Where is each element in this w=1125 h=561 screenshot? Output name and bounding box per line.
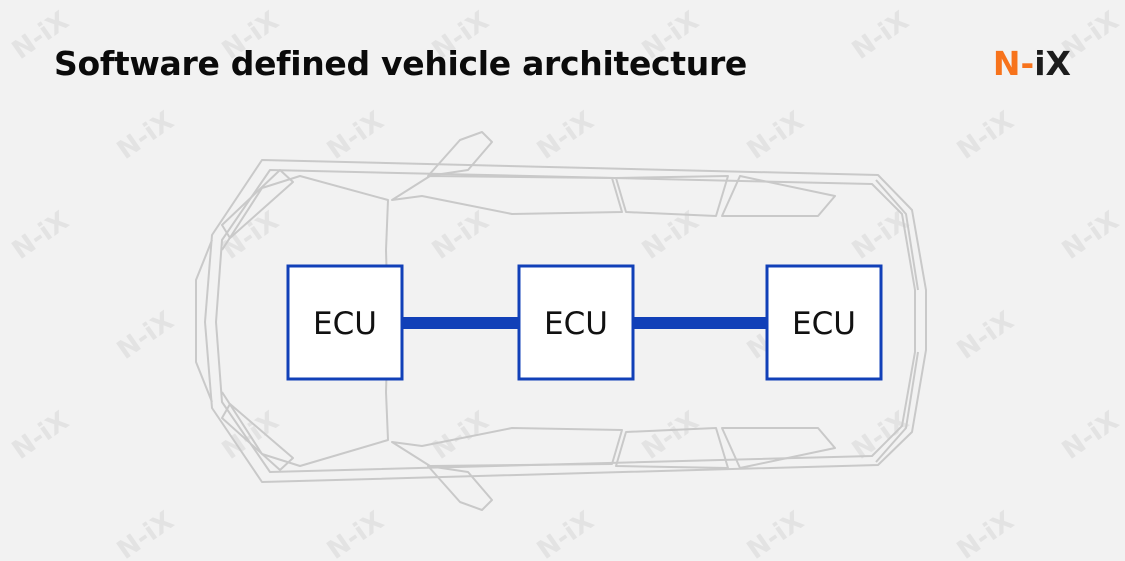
watermark-text: N-iX	[112, 506, 180, 561]
watermark-text: N-iX	[7, 406, 75, 466]
watermark-text: N-iX	[532, 506, 600, 561]
ecu-node-2[interactable]: ECU	[517, 264, 635, 381]
watermark-text: N-iX	[847, 6, 915, 66]
watermark-text: N-iX	[217, 206, 285, 266]
watermark-text: N-iX	[322, 506, 390, 561]
logo-ix: iX	[1034, 44, 1071, 83]
watermark-text: N-iX	[742, 106, 810, 166]
watermark-text: N-iX	[847, 206, 915, 266]
page-title: Software defined vehicle architecture	[54, 44, 748, 83]
watermark-text: N-iX	[427, 406, 495, 466]
watermark-text: N-iX	[952, 506, 1020, 561]
watermark-text: N-iX	[7, 206, 75, 266]
watermark-text: N-iX	[112, 306, 180, 366]
connector-ecu2-ecu3	[633, 317, 768, 329]
logo-n: N	[992, 44, 1021, 83]
ecu-label: ECU	[313, 306, 377, 342]
watermark-text: N-iX	[742, 506, 810, 561]
logo-dash: -	[1020, 44, 1035, 83]
watermark-text: N-iX	[322, 106, 390, 166]
ecu-node-1[interactable]: ECU	[286, 264, 404, 381]
watermark-text: N-iX	[952, 306, 1020, 366]
watermark-text: N-iX	[532, 106, 600, 166]
watermark-text: N-iX	[637, 406, 705, 466]
ecu-connectors	[402, 317, 768, 329]
ecu-label: ECU	[792, 306, 856, 342]
watermark-text: N-iX	[952, 106, 1020, 166]
ecu-label: ECU	[544, 306, 608, 342]
watermark-text: N-iX	[1057, 206, 1125, 266]
watermark-text: N-iX	[427, 206, 495, 266]
connector-ecu1-ecu2	[402, 317, 520, 329]
watermark-text: N-iX	[1057, 406, 1125, 466]
ecu-node-3[interactable]: ECU	[765, 264, 883, 381]
watermark-text: N-iX	[112, 106, 180, 166]
brand-logo: N-iX	[993, 44, 1071, 83]
